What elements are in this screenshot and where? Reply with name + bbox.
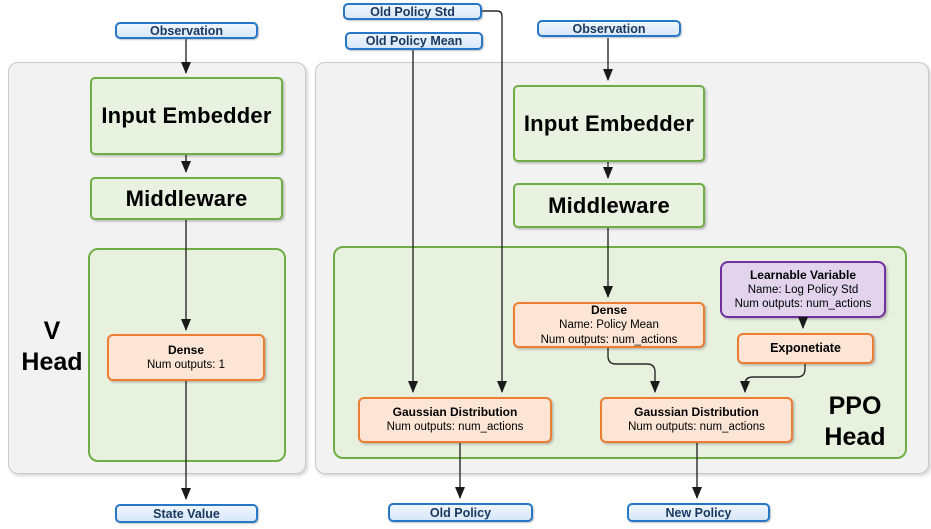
old-policy-badge: Old Policy [388,503,533,522]
gaussian-distribution-new-node: Gaussian Distribution Num outputs: num_a… [600,397,793,443]
middleware-node-right: Middleware [513,183,705,228]
new-policy-badge: New Policy [627,503,770,522]
learnable-variable-node: Learnable Variable Name: Log Policy Std … [720,261,886,318]
old-policy-std-badge: Old Policy Std [343,3,482,20]
gaussian-distribution-old-node: Gaussian Distribution Num outputs: num_a… [358,397,552,443]
state-value-badge: State Value [115,504,258,523]
observation-badge-right: Observation [537,20,681,37]
middleware-node-left: Middleware [90,177,283,220]
observation-badge-left: Observation [115,22,258,39]
dense-policy-mean-node: Dense Name: Policy Mean Num outputs: num… [513,302,705,348]
input-embedder-node-left: Input Embedder [90,77,283,155]
dense-node-left: Dense Num outputs: 1 [107,334,265,381]
old-policy-mean-badge: Old Policy Mean [345,32,483,50]
exponetiate-node: Exponetiate [737,333,874,364]
input-embedder-node-right: Input Embedder [513,85,705,162]
